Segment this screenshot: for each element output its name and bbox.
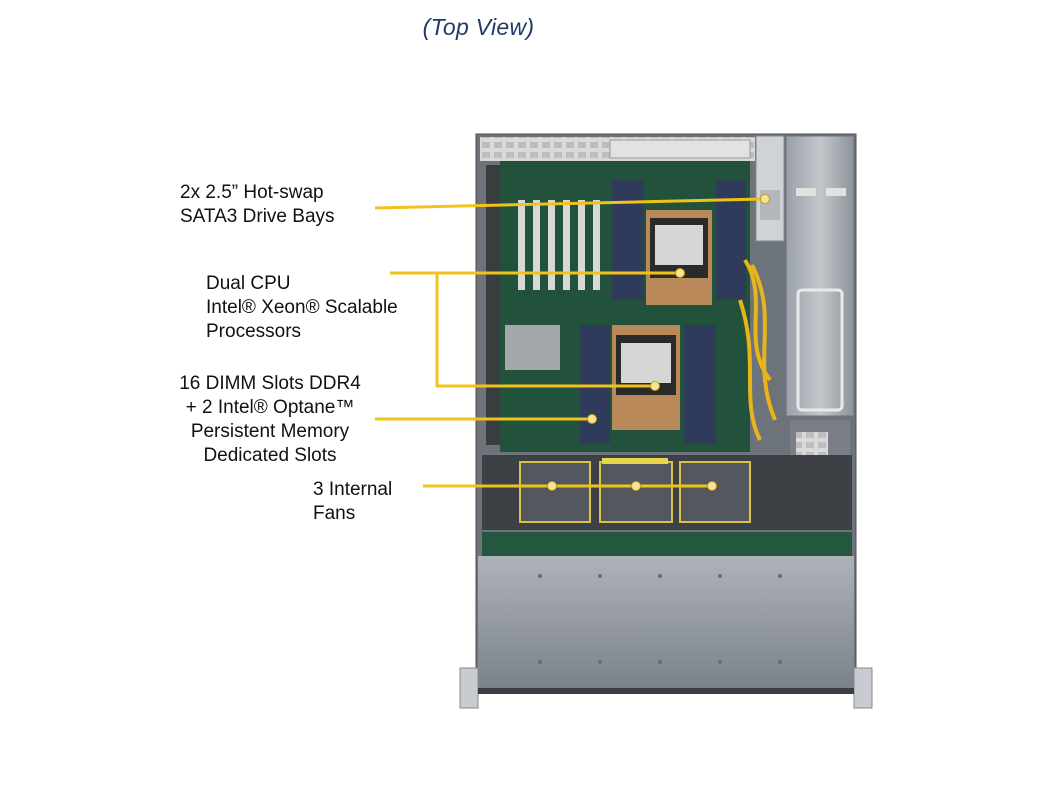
callout-dimm-slots: 16 DIMM Slots DDR4 + 2 Intel® Optane™ Pe… <box>165 372 375 468</box>
fan-2 <box>599 461 673 523</box>
callout-dots <box>547 194 770 491</box>
dot-fan-3 <box>707 481 717 491</box>
dot-fan-1 <box>547 481 557 491</box>
fan-3 <box>679 461 751 523</box>
view-title: (Top View) <box>422 14 535 40</box>
callout-dimm-slots-line-1: 16 DIMM Slots DDR4 <box>179 373 361 394</box>
drive-cage <box>755 135 785 242</box>
dot-dimm <box>587 414 597 424</box>
callout-drive-bays-line-2: SATA3 Drive Bays <box>180 206 335 227</box>
dot-cpu1 <box>675 268 685 278</box>
leader-drive-bays <box>374 197 766 210</box>
pcie-slots <box>518 200 600 290</box>
callout-dual-cpu: Dual CPU Intel® Xeon® Scalable Processor… <box>206 272 398 344</box>
leader-cpu2 <box>435 273 655 388</box>
fan-wall <box>482 455 852 530</box>
callout-dual-cpu-line-2: Intel® Xeon® Scalable <box>206 297 398 318</box>
callout-dimm-slots-line-4: Dedicated Slots <box>203 445 337 466</box>
callout-dimm-slots-line-2: + 2 Intel® Optane™ <box>185 397 355 418</box>
fan-1 <box>519 461 591 523</box>
front-drive-bay-cover <box>478 556 854 688</box>
callout-drive-bays-line-1: 2x 2.5” Hot-swap <box>180 182 324 203</box>
callout-dual-cpu-line-3: Processors <box>206 321 302 342</box>
dimm-bank-cpu2 <box>580 325 716 443</box>
dot-fan-2 <box>631 481 641 491</box>
callout-fans-line-1: 3 Internal <box>313 479 393 500</box>
callout-dimm-slots-line-3: Persistent Memory <box>190 421 350 442</box>
cpu2-heatsink <box>612 325 680 430</box>
callout-dual-cpu-line-1: Dual CPU <box>206 273 291 294</box>
dot-cpu2 <box>650 381 660 391</box>
dot-drive-bays <box>760 194 770 204</box>
cpu1-heatsink <box>646 210 712 305</box>
callout-leaders <box>374 197 766 488</box>
callout-drive-bays: 2x 2.5” Hot-swap SATA3 Drive Bays <box>180 181 335 229</box>
psu-wiring <box>738 258 777 441</box>
callout-fans: 3 Internal Fans <box>313 478 392 526</box>
server-chassis <box>459 133 873 709</box>
callout-fans-line-2: Fans <box>313 503 356 524</box>
